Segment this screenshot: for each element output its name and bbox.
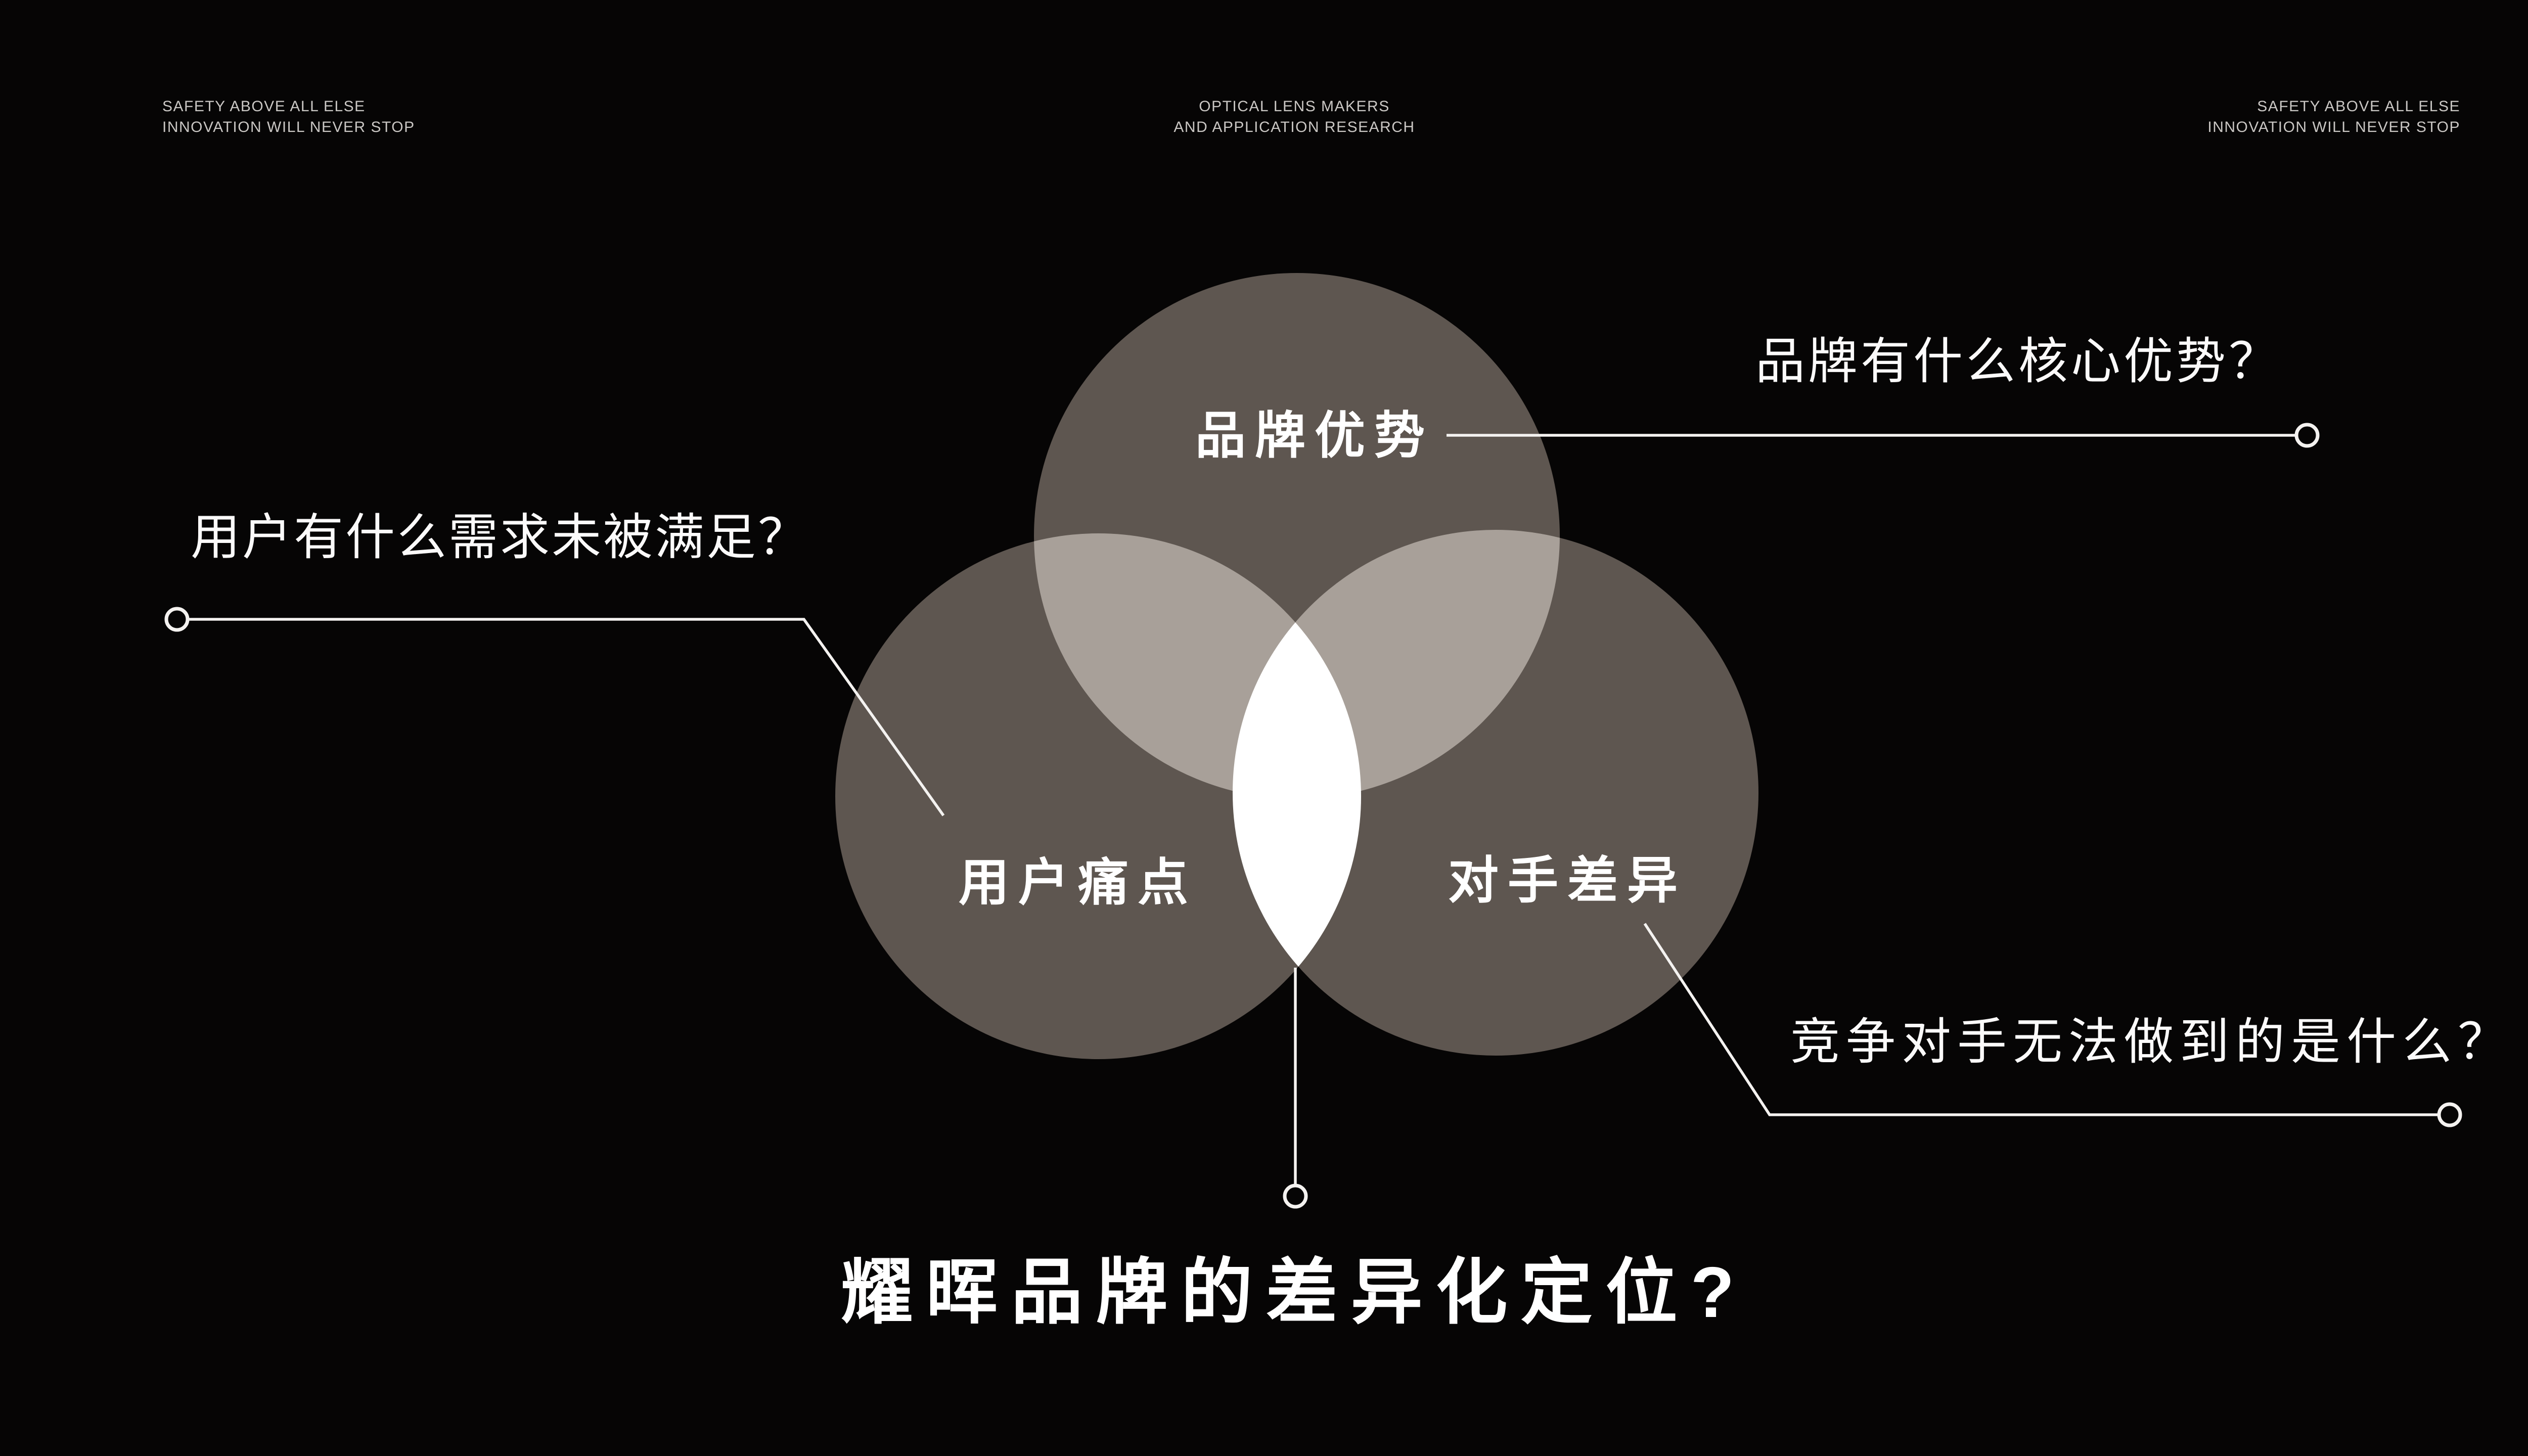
header-note-center-line1: OPTICAL LENS MAKERS [1199,98,1390,115]
competitor-callout-text: 竞争对手无法做到的是什么？ [1790,1014,2514,1069]
header-note-right: SAFETY ABOVE ALL ELSE INNOVATION WILL NE… [2207,96,2460,138]
header-note-right-line2: INNOVATION WILL NEVER STOP [2207,119,2460,135]
header-note-center: OPTICAL LENS MAKERS AND APPLICATION RESE… [1173,96,1415,138]
brand-circle-label: 品牌优势 [1195,407,1434,464]
header-note-center-line2: AND APPLICATION RESEARCH [1173,119,1415,135]
slide-title: 耀晖品牌的差异化定位? [841,1252,1748,1333]
core-title-endpoint [1283,1184,1308,1209]
header-note-left-line1: SAFETY ABOVE ALL ELSE [162,98,366,115]
user-circle-label: 用户痛点 [959,854,1197,911]
competitor-callout-line [1643,923,2438,1116]
brand-callout-endpoint [2294,423,2320,448]
user-callout-endpoint [164,607,190,632]
header-note-left: SAFETY ABOVE ALL ELSE INNOVATION WILL NE… [162,96,415,138]
header-note-right-line1: SAFETY ABOVE ALL ELSE [2257,98,2460,115]
user-callout-line [188,618,945,816]
brand-callout-text: 品牌有什么核心优势？ [1755,333,2282,389]
competitor-callout-endpoint [2437,1102,2462,1127]
competitor-circle-label: 对手差异 [1448,852,1687,909]
header-note-left-line2: INNOVATION WILL NEVER STOP [162,119,415,135]
user-callout-text: 用户有什么需求未被满足？ [191,509,810,565]
